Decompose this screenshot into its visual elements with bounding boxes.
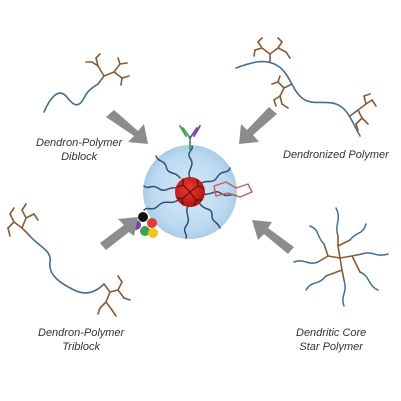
- label-dendronized: Dendronized Polymer: [283, 148, 389, 162]
- cargo-dot-green: [140, 226, 150, 236]
- cargo-dot-red: [147, 218, 157, 228]
- star-structure: [293, 207, 389, 307]
- arrow-from-triblock: [100, 217, 138, 250]
- dendronized-structure: [235, 37, 377, 137]
- label-dendronized-line1: Dendronized Polymer: [283, 149, 389, 161]
- dendronized-dendron-middle: [271, 75, 293, 109]
- star-dendritic-core: [317, 235, 363, 281]
- triblock-structure: [7, 203, 131, 317]
- star-arms: [293, 207, 389, 307]
- dendronized-dendron-upper: [253, 37, 291, 63]
- nanoparticle: [143, 125, 253, 239]
- label-diblock-line1: Dendron-Polymer: [36, 137, 123, 149]
- triblock-dendron-upper: [7, 203, 39, 237]
- diblock-dendron: [85, 53, 130, 86]
- label-star: Dendritic Core Star Polymer: [296, 326, 366, 354]
- arrows: [100, 107, 294, 254]
- cargo-dot-black: [138, 212, 148, 222]
- arrow-from-star: [252, 220, 294, 254]
- diblock-polymer-chain: [43, 83, 99, 113]
- label-diblock: Dendron-Polymer Diblock: [36, 136, 122, 164]
- cargo-dot-yellow: [148, 228, 158, 238]
- antibody-icon: [179, 125, 201, 151]
- core-dendron: [176, 178, 204, 206]
- linker-ring-icon: [213, 181, 253, 198]
- label-triblock-line2: Triblock: [62, 341, 100, 353]
- dendronized-dendron-lower: [349, 93, 377, 131]
- arrow-from-diblock: [106, 110, 148, 144]
- label-star-line2: Star Polymer: [299, 341, 363, 353]
- arrow-from-dendronized: [239, 107, 277, 144]
- label-star-line1: Dendritic Core: [296, 327, 367, 339]
- label-triblock: Dendron-Polymer Triblock: [38, 326, 124, 354]
- triblock-polymer-chain: [29, 235, 105, 294]
- triblock-dendron-lower: [97, 275, 131, 317]
- label-triblock-line1: Dendron-Polymer: [38, 327, 125, 339]
- diblock-structure: [43, 53, 130, 113]
- dendronized-polymer-chain: [235, 60, 361, 137]
- label-diblock-line2: Diblock: [61, 151, 98, 163]
